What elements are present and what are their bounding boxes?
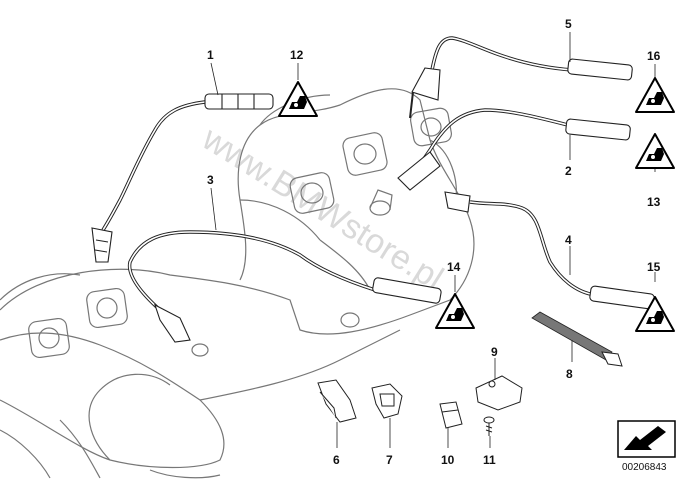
sensor-5-connector bbox=[567, 58, 633, 81]
part-label-12: 12 bbox=[290, 48, 304, 62]
clip-6 bbox=[317, 379, 357, 423]
warning-triangle-icon bbox=[635, 77, 675, 113]
cable-tie bbox=[531, 311, 623, 367]
sensor-1-cable bbox=[101, 100, 206, 231]
arrow-corner-icon[interactable] bbox=[617, 420, 676, 458]
sensor-1-connector bbox=[204, 93, 274, 110]
part-label-6: 6 bbox=[333, 453, 340, 467]
part-label-9: 9 bbox=[491, 345, 498, 359]
part-label-5: 5 bbox=[565, 17, 572, 31]
sensor-4-connector bbox=[589, 285, 655, 310]
sensor-3-cable bbox=[127, 230, 376, 312]
sensor-cables bbox=[91, 36, 655, 343]
part-label-10: 10 bbox=[441, 453, 455, 467]
part-label-8: 8 bbox=[566, 367, 573, 381]
screw-11 bbox=[483, 416, 495, 436]
watermark: www.BMWstore.pl bbox=[195, 119, 450, 298]
clip-7 bbox=[371, 383, 403, 419]
part-label-15: 15 bbox=[647, 260, 661, 274]
reference-number: 00206843 bbox=[622, 462, 667, 473]
warning-triangle-icon bbox=[278, 81, 318, 117]
sensor-1-probe bbox=[91, 227, 113, 263]
sensor-5-cable bbox=[430, 36, 574, 72]
sensor-2-connector bbox=[565, 118, 631, 141]
warning-triangle-icon bbox=[435, 293, 475, 329]
part-label-7: 7 bbox=[386, 453, 393, 467]
part-label-1: 1 bbox=[207, 48, 214, 62]
part-label-13: 13 bbox=[647, 195, 661, 209]
nut-10 bbox=[439, 401, 463, 429]
part-label-4: 4 bbox=[565, 233, 572, 247]
leader-lines bbox=[210, 32, 656, 448]
part-label-2: 2 bbox=[565, 164, 572, 178]
sensor-5-probe bbox=[411, 67, 441, 101]
part-label-14: 14 bbox=[447, 260, 461, 274]
sensor-2-probe bbox=[397, 151, 441, 191]
sensor-3-probe bbox=[154, 303, 191, 343]
sensor-4-probe bbox=[444, 191, 471, 213]
part-label-16: 16 bbox=[647, 49, 661, 63]
part-label-11: 11 bbox=[483, 453, 496, 467]
warning-triangle-icon bbox=[635, 133, 675, 169]
bracket-9 bbox=[475, 375, 523, 411]
sensor-3-connector bbox=[372, 277, 442, 304]
exhaust-manifold bbox=[0, 88, 475, 479]
part-label-3: 3 bbox=[207, 173, 214, 187]
